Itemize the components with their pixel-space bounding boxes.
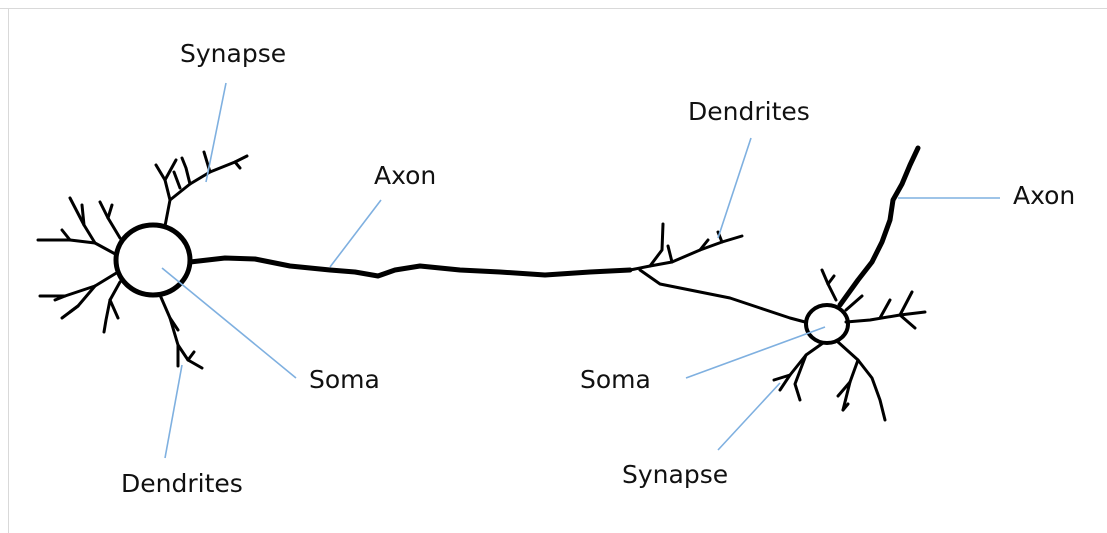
right-axon <box>837 145 921 308</box>
left-soma-body <box>113 222 193 298</box>
leader-soma-left <box>161 267 297 379</box>
left-dendrites-side <box>36 196 122 334</box>
left-neuron <box>36 150 633 370</box>
label-dendrites-bottom: Dendrites <box>121 469 243 498</box>
leader-synapse-right <box>717 382 781 451</box>
leader-lines <box>161 82 1000 459</box>
label-soma-right: Soma <box>580 365 651 394</box>
leader-synapse-left <box>205 82 227 183</box>
leader-dendrites-bottom <box>164 364 183 459</box>
right-soma-body <box>804 303 850 345</box>
label-axon-middle: Axon <box>374 161 436 190</box>
left-dendrites-upper <box>154 150 249 228</box>
right-dendrites <box>772 268 927 422</box>
labels: Synapse Axon Dendrites Axon Soma Soma De… <box>121 39 1075 498</box>
right-neuron <box>772 145 927 422</box>
leader-axon-middle <box>329 199 382 268</box>
label-synapse-right: Synapse <box>622 460 728 489</box>
frame-top-edge <box>0 8 1107 9</box>
junction-dendrites <box>628 222 807 324</box>
main-axon <box>187 255 633 279</box>
label-soma-left: Soma <box>309 365 380 394</box>
label-dendrites-top: Dendrites <box>688 97 810 126</box>
leader-dendrites-top <box>717 137 752 239</box>
left-dendrites-lower <box>158 293 204 370</box>
frame-left-edge <box>8 8 9 533</box>
label-synapse-left: Synapse <box>180 39 286 68</box>
leader-soma-right <box>685 326 826 379</box>
label-axon-right: Axon <box>1013 181 1075 210</box>
